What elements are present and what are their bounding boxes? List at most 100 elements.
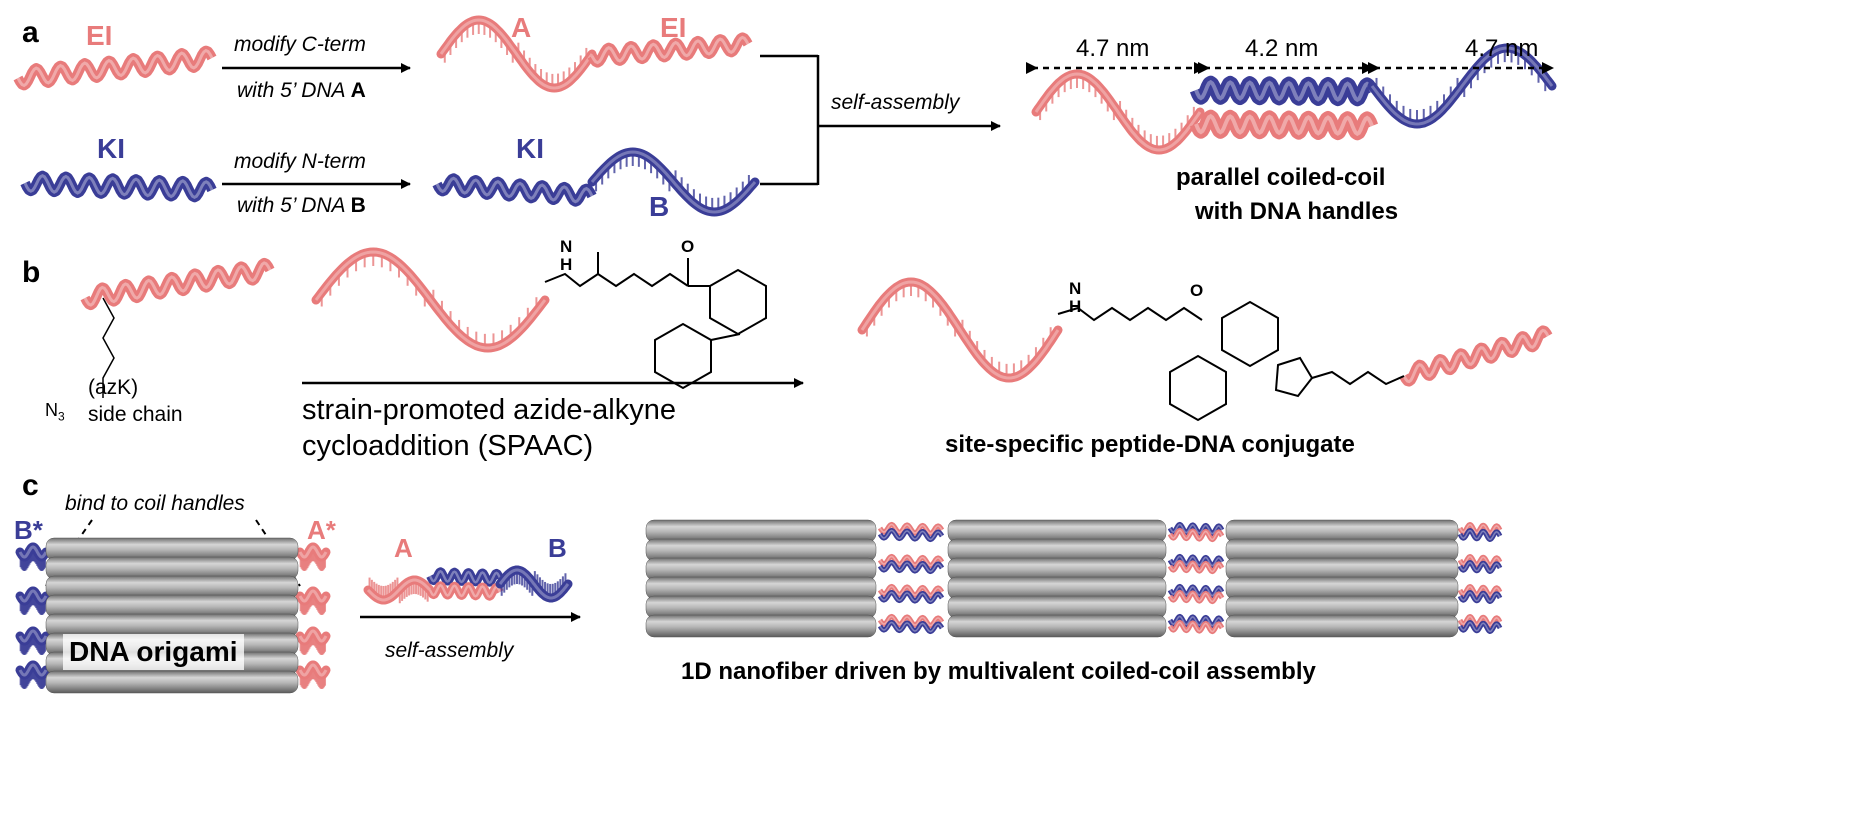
arrow2-label-line2: with 5’ DNA B — [237, 194, 366, 217]
fiber-coil-pink-2 — [877, 583, 945, 599]
dna-strand-b — [587, 147, 760, 217]
self-assembly-label-a: self-assembly — [831, 91, 960, 114]
product-linker — [1057, 306, 1203, 322]
reactant-benzene-left — [654, 322, 712, 390]
coiled-coil-ki-helix — [1189, 75, 1379, 107]
azide-n3-label: N3 — [45, 400, 65, 424]
coil-helix-blue — [426, 567, 504, 587]
b-star-label: B* — [14, 515, 43, 545]
azk-label: (azK) — [88, 376, 139, 399]
azk-peptide-helix — [80, 257, 275, 311]
dna-b-label: B — [649, 191, 670, 222]
reactant-alkyne — [710, 333, 741, 341]
product2-ki-helix — [432, 173, 597, 207]
coil-dna-a-label: A — [394, 533, 413, 563]
el-peptide-helix — [13, 45, 217, 91]
fiber-end-pink-1 — [1457, 554, 1503, 568]
origami-handle-b-3 — [15, 660, 51, 689]
fiber-coil-pink-b-2 — [1167, 589, 1225, 605]
coiled-coil-caption-line1: parallel coiled-coil — [1176, 164, 1386, 191]
product-triazole — [1274, 356, 1314, 398]
nanofiber-block-3 — [1225, 519, 1459, 638]
ki-peptide-helix — [20, 170, 217, 203]
reaction-label-line1: strain-promoted azide-alkyne — [302, 394, 676, 426]
origami-handle-a-1 — [295, 586, 331, 615]
coiled-coil-el-helix — [1189, 109, 1379, 141]
coil-dna-b-label: B — [548, 533, 567, 563]
nanofiber-block-2 — [947, 519, 1167, 638]
fiber-end-pink-2 — [1457, 584, 1503, 598]
panel-label-b: b — [22, 256, 41, 289]
fiber-end-blue-0 — [1457, 528, 1503, 542]
dna-strand-a — [436, 15, 597, 93]
coil-helix-pink — [426, 581, 504, 601]
product-side-chain — [1311, 370, 1405, 386]
product1-el-helix — [587, 32, 753, 68]
coiled-coil-dna-b — [1367, 43, 1557, 129]
origami-handle-a-2 — [295, 626, 331, 655]
nanofiber-caption: 1D nanofiber driven by multivalent coile… — [681, 658, 1316, 685]
origami-handle-a-3 — [295, 660, 331, 689]
product-dna-strand — [857, 277, 1063, 383]
fiber-coil-blue-b-0 — [1167, 521, 1225, 537]
dna-a-label: A — [511, 12, 532, 43]
fiber-coil-blue-3 — [877, 619, 945, 635]
product-peptide-helix — [1399, 325, 1553, 387]
reactant-atom-h: H — [560, 255, 572, 274]
distance-left: 4.7 nm — [1076, 35, 1150, 62]
self-assembly-label-c: self-assembly — [385, 639, 514, 662]
fiber-coil-blue-b-1 — [1167, 553, 1225, 569]
reactant-dna-strand — [311, 247, 550, 353]
product-atom-h: H — [1069, 297, 1081, 316]
product-benzene-left — [1169, 354, 1227, 422]
origami-handle-a-0 — [295, 542, 331, 571]
fiber-coil-blue-b-2 — [1167, 583, 1225, 599]
fiber-end-blue-3 — [1457, 620, 1503, 634]
coiled-coil-caption-line2: with DNA handles — [1195, 198, 1399, 225]
origami-handle-b-1 — [15, 586, 51, 615]
a-star-label: A* — [307, 515, 336, 545]
reactant-atom-n: N — [560, 237, 572, 256]
coil-dna-a — [363, 575, 435, 605]
fiber-coil-blue-1 — [877, 559, 945, 575]
panel-label-a: a — [22, 16, 39, 49]
arrow1-label-line1: modify C-term — [234, 33, 366, 56]
origami-handle-b-2 — [15, 626, 51, 655]
fiber-end-blue-2 — [1457, 590, 1503, 604]
coil-dna-b — [495, 565, 573, 603]
fiber-coil-pink-0 — [877, 521, 945, 537]
fiber-coil-blue-0 — [877, 527, 945, 543]
fiber-end-pink-3 — [1457, 614, 1503, 628]
fiber-coil-pink-b-1 — [1167, 559, 1225, 575]
reactant-atom-o: O — [681, 237, 694, 256]
product-benzene-right — [1221, 300, 1279, 368]
el-peptide-label: EI — [86, 20, 113, 51]
origami-handle-b-0 — [15, 542, 51, 571]
arrow1-label-line2: with 5’ DNA A — [237, 79, 366, 102]
ki-peptide-label: KI — [97, 133, 125, 164]
product1-el-label: EI — [660, 12, 687, 43]
fiber-coil-blue-b-3 — [1167, 613, 1225, 629]
fiber-coil-pink-3 — [877, 613, 945, 629]
distance-middle: 4.2 nm — [1245, 35, 1319, 62]
arrow2-label-line1: modify N-term — [234, 150, 366, 173]
side-chain-label: side chain — [88, 403, 183, 426]
fiber-end-pink-0 — [1457, 522, 1503, 536]
conjugate-caption: site-specific peptide-DNA conjugate — [945, 431, 1355, 458]
distance-right: 4.7 nm — [1465, 35, 1539, 62]
panel-label-c: c — [22, 469, 39, 502]
product-atom-n: N — [1069, 279, 1081, 298]
fiber-end-blue-1 — [1457, 560, 1503, 574]
fiber-coil-pink-b-0 — [1167, 527, 1225, 543]
coiled-coil-dna-a — [1031, 69, 1205, 155]
bind-coil-handles-label: bind to coil handles — [65, 492, 245, 515]
reactant-benzene-right — [709, 268, 767, 336]
product-atom-o: O — [1190, 281, 1203, 300]
fiber-coil-blue-2 — [877, 589, 945, 605]
dna-origami-label: DNA origami — [63, 634, 244, 670]
reaction-label-line2: cycloaddition (SPAAC) — [302, 430, 594, 462]
fiber-coil-pink-1 — [877, 553, 945, 569]
product2-ki-label: KI — [516, 133, 544, 164]
azk-side-chain — [102, 297, 115, 398]
